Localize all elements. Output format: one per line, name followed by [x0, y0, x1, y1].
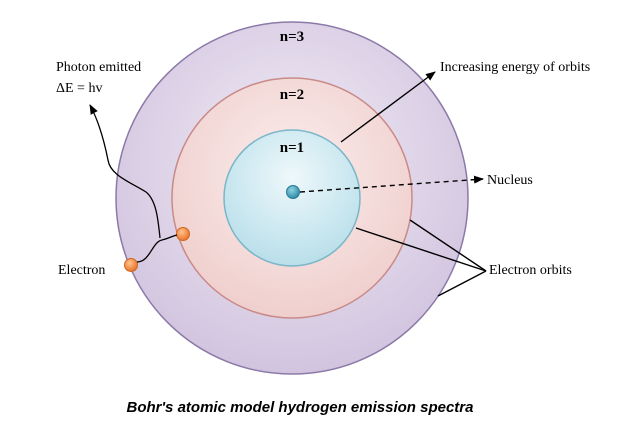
increasing-energy-label: Increasing energy of orbits — [440, 60, 590, 75]
orbit-label-n1: n=1 — [280, 140, 304, 156]
electron-orbits-label: Electron orbits — [489, 263, 572, 278]
electron-transition-curve — [136, 234, 178, 263]
orbit-label-n2: n=2 — [280, 87, 304, 103]
photon-emitted-label: Photon emitted — [56, 60, 141, 75]
electron-label: Electron — [58, 263, 105, 278]
nucleus — [286, 185, 300, 199]
electron-inner — [176, 227, 190, 241]
nucleus-pointer-arrow — [299, 175, 484, 193]
orbit-pointer-line-n3-upper — [409, 219, 487, 272]
diagram-caption: Bohr's atomic model hydrogen emission sp… — [127, 399, 474, 416]
orbit-pointer-line-n3-lower — [437, 270, 487, 297]
orbit-pointer-line-n2 — [355, 227, 487, 272]
electron-outer — [124, 258, 138, 272]
nucleus-label: Nucleus — [487, 173, 533, 188]
orbit-label-n3: n=3 — [280, 29, 304, 45]
photon-energy-formula: ΔE = hv — [56, 81, 102, 96]
increasing-energy-arrow — [340, 71, 436, 143]
photon-emission-arrow — [89, 104, 161, 239]
